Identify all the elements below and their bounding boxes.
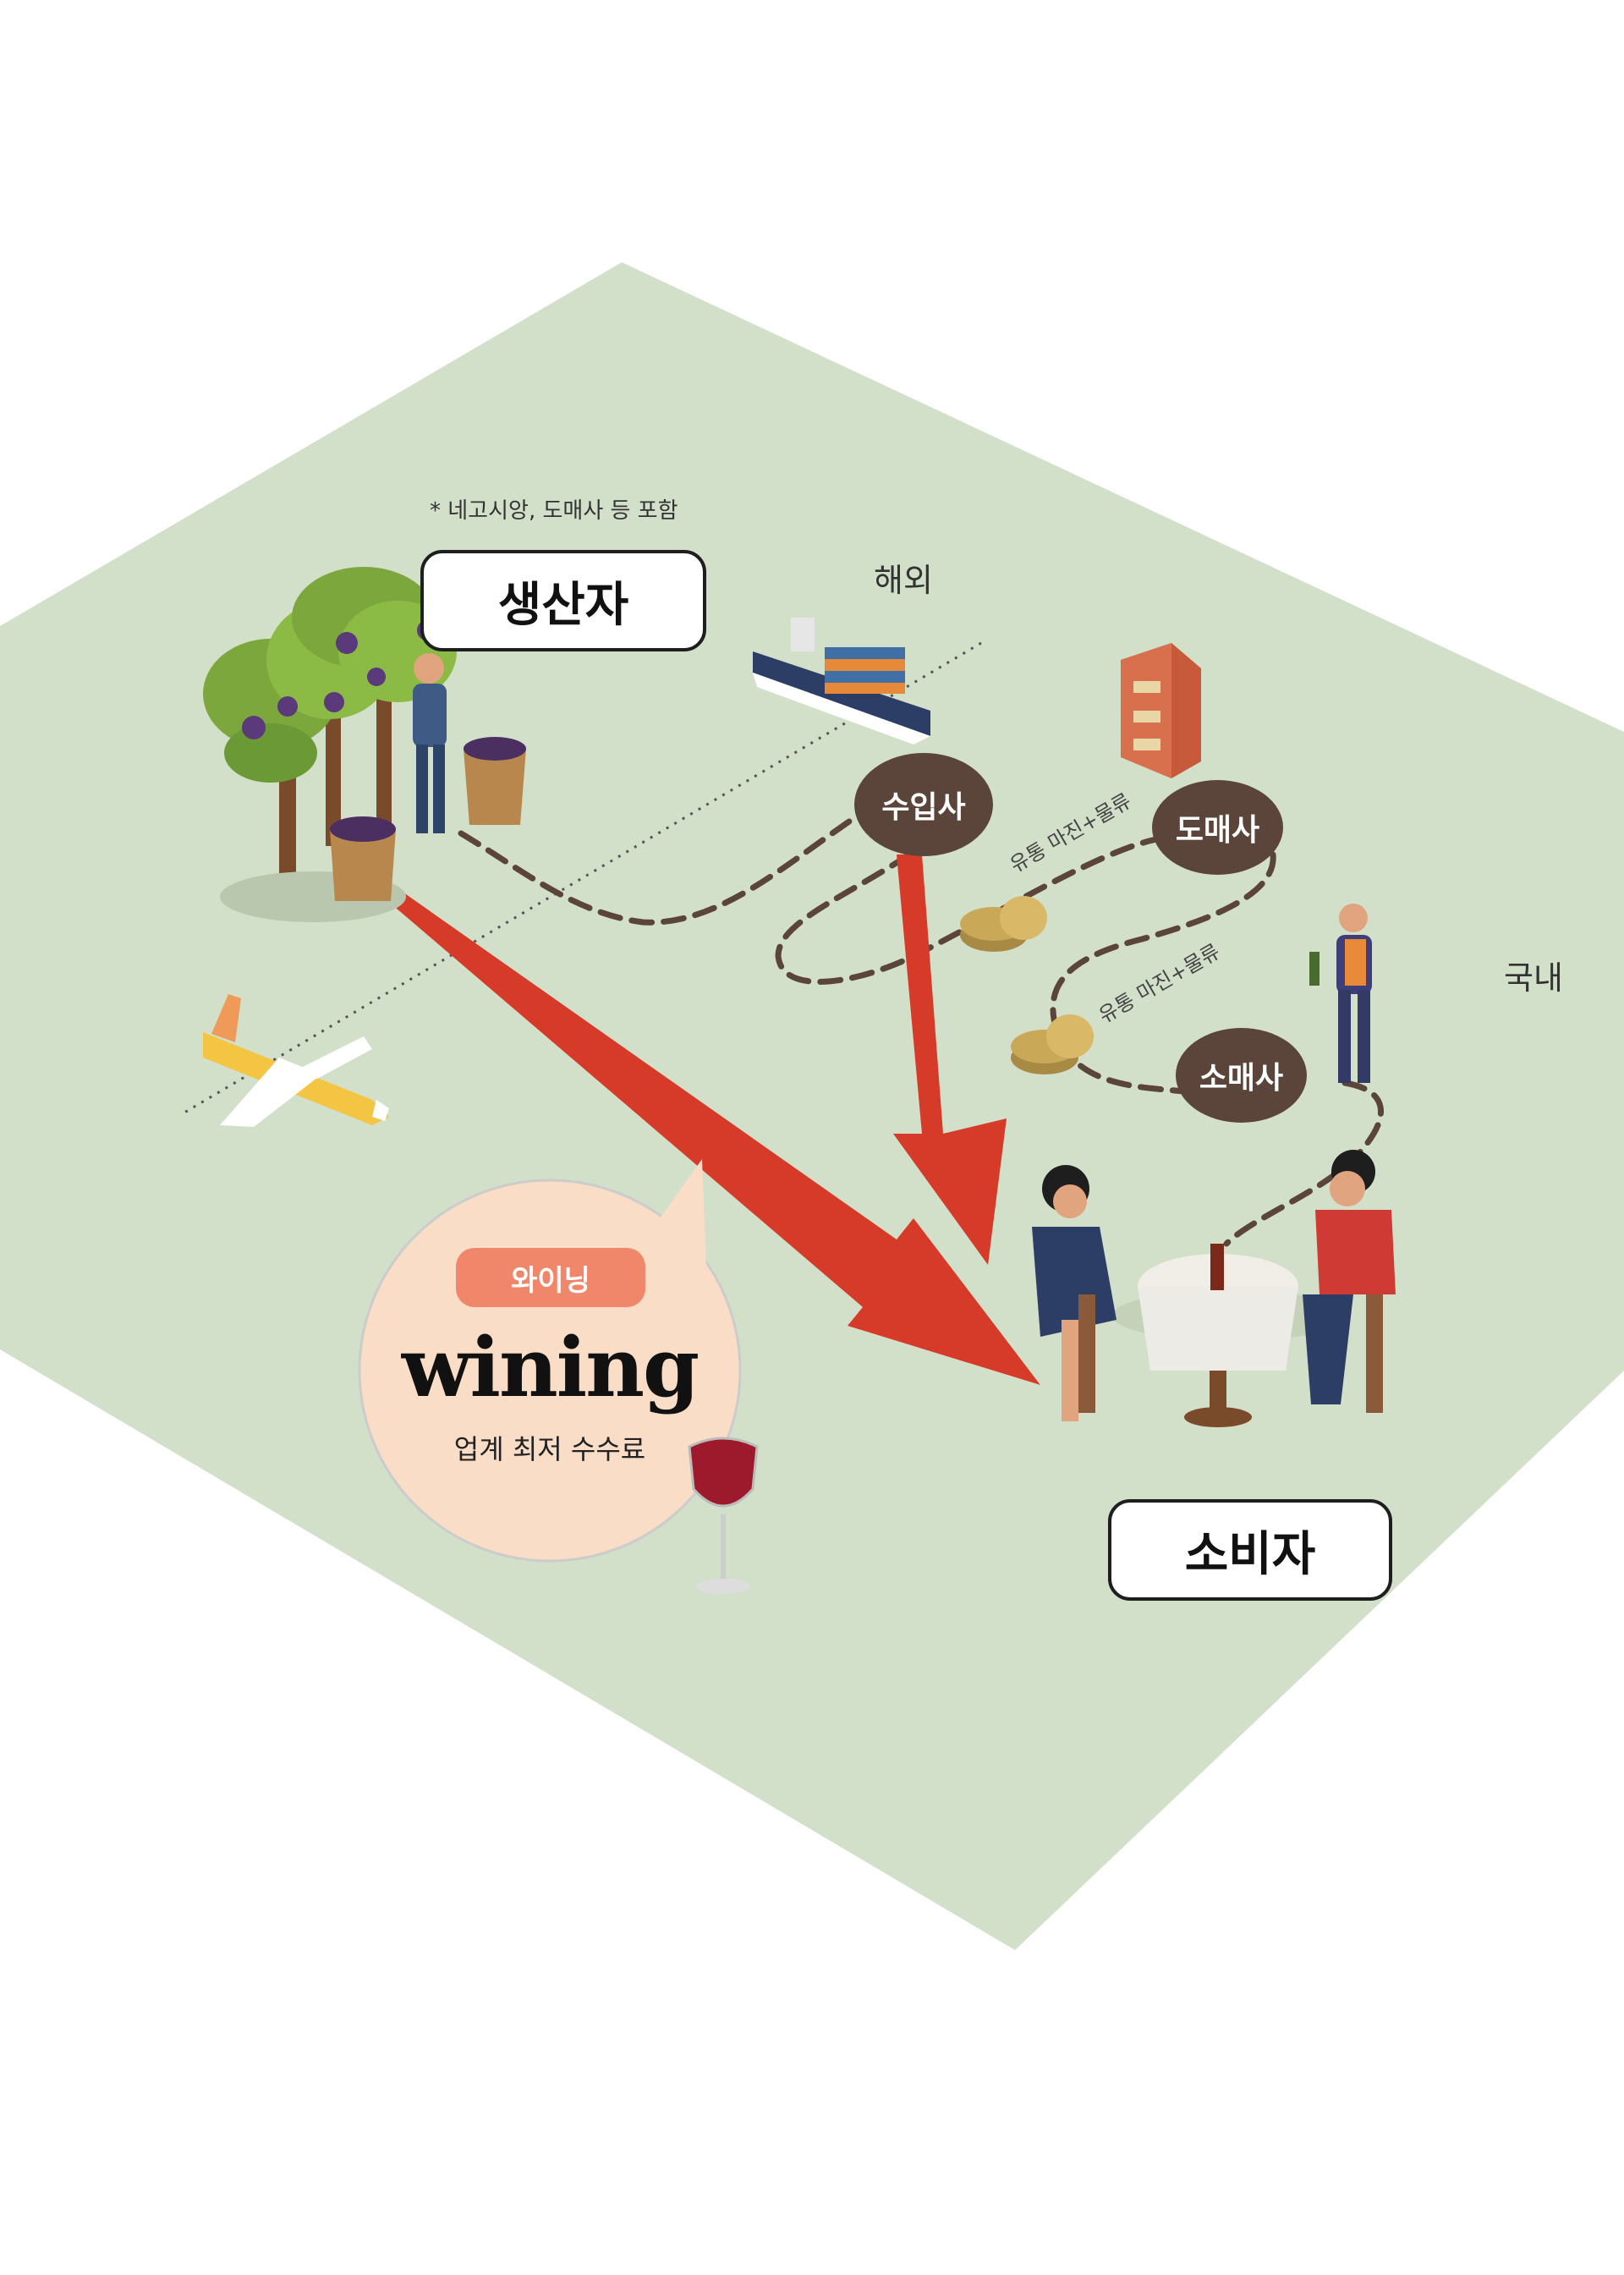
wholesaler-node: 도매사 [1152, 780, 1283, 875]
waiter-icon [1309, 904, 1372, 1083]
retailer-node: 소매사 [1176, 1028, 1307, 1123]
direct-route-arrows [385, 854, 1040, 1385]
coin-stack-icon [960, 896, 1094, 1074]
brand-tagline: 업계 최저 수수료 [453, 1433, 646, 1465]
importer-node: 수입사 [854, 753, 993, 856]
dining-couple-icon [1032, 1150, 1396, 1427]
consumer-label: 소비자 [1108, 1499, 1392, 1601]
brand-logo: wining [401, 1320, 700, 1415]
importer-to-consumer-arrow [893, 854, 1007, 1265]
distribution-path [458, 809, 1384, 1247]
scope-note: * 네고시앙, 도매사 등 포함 [430, 498, 678, 524]
region-overseas: 해외 [874, 562, 933, 599]
wine-glass-icon [688, 1437, 759, 1594]
producer-to-consumer-arrow [385, 888, 1040, 1385]
producer-label: 생산자 [420, 550, 706, 651]
grape-basket-icon [330, 737, 526, 901]
airplane-icon [203, 994, 389, 1127]
cargo-ship-icon [753, 618, 930, 745]
region-domestic: 국내 [1504, 959, 1563, 997]
farmer-icon [413, 653, 447, 833]
grape-tree-icon [203, 567, 457, 922]
brick-wine-rack-icon [1121, 643, 1201, 778]
brand-badge: 와이닝 [456, 1248, 645, 1307]
